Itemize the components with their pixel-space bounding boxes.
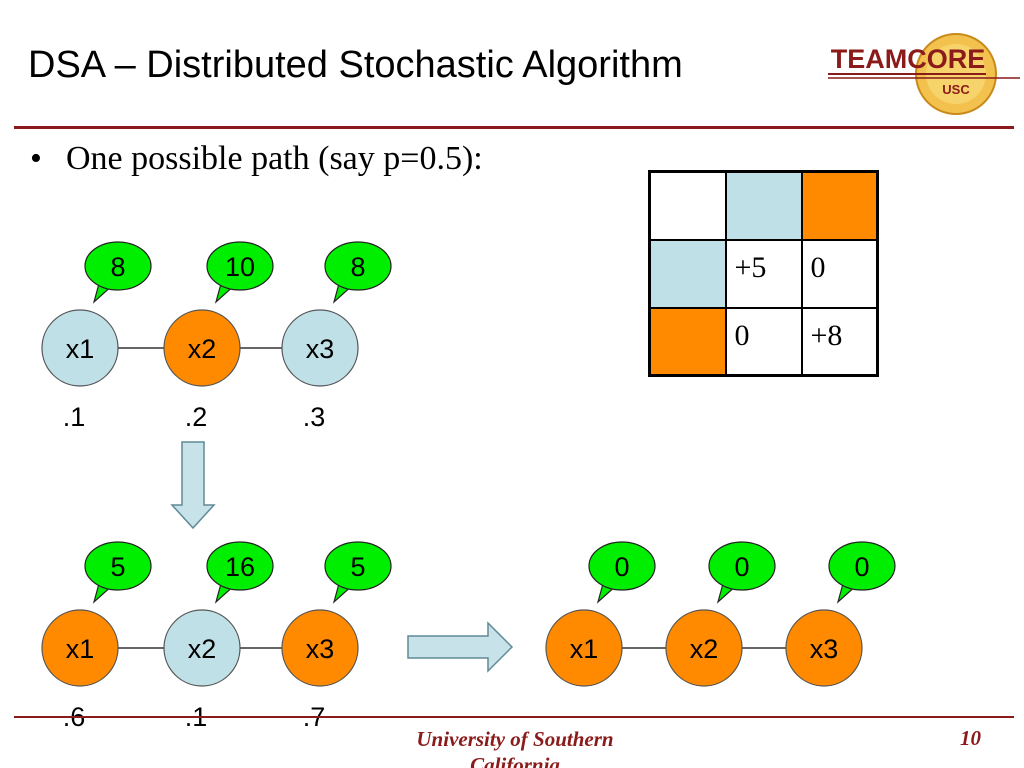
node-label: x1: [570, 634, 599, 664]
right-arrow-icon: [407, 621, 514, 673]
node-label: x1: [66, 634, 95, 664]
bubble-value: 0: [734, 552, 749, 582]
node-x2: [163, 309, 241, 387]
graph-1: 8 x1 .1 10 x2 .2 8 x3 .3: [41, 241, 392, 432]
node-label: x3: [306, 334, 335, 364]
teamcore-logo: TEAMCORE USC: [828, 33, 1020, 115]
title-divider: [14, 126, 1014, 129]
bullet-dot-icon: •: [30, 140, 42, 177]
bubble-value: 8: [350, 252, 365, 282]
bullet-text: One possible path (say p=0.5):: [66, 140, 483, 177]
bubble-value: 5: [350, 552, 365, 582]
node-x1: [545, 609, 623, 687]
bubble-value: 8: [110, 252, 125, 282]
node-label: x2: [690, 634, 719, 664]
bubble-value: 16: [225, 552, 255, 582]
logo-subtext: USC: [942, 82, 970, 97]
node-x1: [41, 609, 119, 687]
node-probability: .1: [63, 402, 86, 432]
payoff-row-orange-header: [648, 306, 727, 377]
node-label: x3: [306, 634, 335, 664]
node-x3: [281, 609, 359, 687]
bubble-fill: [209, 247, 271, 289]
node-x3: [785, 609, 863, 687]
payoff-cell: 0: [800, 238, 879, 309]
payoff-cell: +5: [724, 238, 803, 309]
node-probability: .3: [303, 402, 326, 432]
bubble-fill: [591, 547, 653, 589]
footer-divider: [14, 716, 1014, 718]
graph-3: 0 x1 0 x2 0 x3: [545, 541, 896, 687]
payoff-cell: +8: [800, 306, 879, 377]
payoff-row-blue-header: [648, 238, 727, 309]
bubble-value: 0: [854, 552, 869, 582]
footer-institution: University of Southern California: [416, 727, 614, 768]
node-x2: [163, 609, 241, 687]
bubble-fill: [209, 547, 271, 589]
node-label: x2: [188, 634, 217, 664]
logo-text: TEAMCORE: [831, 44, 986, 74]
payoff-row-header: [648, 170, 879, 241]
bubble-value: 5: [110, 552, 125, 582]
payoff-row-orange: 0 +8: [648, 306, 879, 377]
node-label: x3: [810, 634, 839, 664]
bubble-fill: [831, 547, 893, 589]
bubble-fill: [711, 547, 773, 589]
node-label: x1: [66, 334, 95, 364]
bubble-fill: [87, 547, 149, 589]
bullet-item: • One possible path (say p=0.5):: [30, 140, 483, 178]
bubble-value: 10: [225, 252, 255, 282]
payoff-col-blue: [724, 170, 803, 241]
node-x3: [281, 309, 359, 387]
slide-title: DSA – Distributed Stochastic Algorithm: [28, 44, 683, 86]
payoff-table: +5 0 0 +8: [648, 170, 879, 377]
down-arrow-icon: [170, 441, 216, 530]
node-label: x2: [188, 334, 217, 364]
bubble-fill: [327, 547, 389, 589]
payoff-row-blue: +5 0: [648, 238, 879, 309]
bubble-fill: [87, 247, 149, 289]
page-number: 10: [960, 726, 981, 750]
payoff-col-orange: [800, 170, 879, 241]
node-probability: .2: [185, 402, 208, 432]
node-x1: [41, 309, 119, 387]
bubble-fill: [327, 247, 389, 289]
payoff-corner-cell: [648, 170, 727, 241]
bubble-value: 0: [614, 552, 629, 582]
payoff-cell: 0: [724, 306, 803, 377]
node-x2: [665, 609, 743, 687]
